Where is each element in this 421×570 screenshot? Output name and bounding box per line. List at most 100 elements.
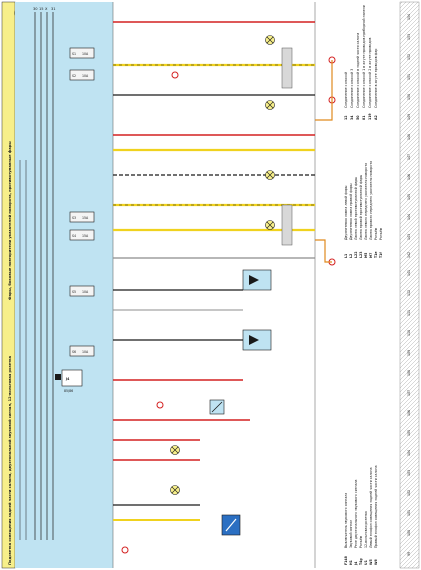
legend-item: W6 <box>374 558 378 565</box>
svg-text:S5: S5 <box>72 290 76 294</box>
column-number: 100 <box>407 530 411 536</box>
column-number: 105 <box>407 430 411 436</box>
fuse-s2: S2 10A <box>69 69 95 81</box>
fuse-s4: S4 15A <box>69 229 95 241</box>
legend-item: J4 <box>354 561 358 566</box>
column-number-strip <box>399 1 420 569</box>
legend-item: L1 <box>344 254 348 258</box>
legend-right: L1 Двухнитевая лампа левой фары L2 Двухн… <box>344 161 383 258</box>
svg-text:S3: S3 <box>72 216 76 220</box>
legend-item: Выключатель звукового сигнала <box>344 493 348 548</box>
legend-ground-item: Соединение с массой <box>344 72 348 108</box>
legend-ground-item: Соединение с массой в задней части салон… <box>356 33 360 108</box>
diagram-title: Подсветка освещения задней части салона,… <box>8 355 12 565</box>
bus-label-15: 15 <box>39 7 44 11</box>
legend-item: T4g <box>359 558 363 565</box>
lamp-w5 <box>170 445 180 455</box>
svg-text:15A: 15A <box>82 234 89 238</box>
column-number: 142 <box>407 252 411 258</box>
legend-item: H1 <box>349 560 353 565</box>
bus-label-30: 30 <box>33 7 38 11</box>
legend-item: Двухнитевая лампа правой фары <box>349 183 353 240</box>
legend-ground: 12 Соединение с массой 34 Соединение с м… <box>344 5 378 120</box>
legend-item: Разъём <box>359 535 363 548</box>
connector-t1f <box>281 204 293 246</box>
legend-item: Реле двухтонального звукового сигнала <box>354 479 358 548</box>
svg-text:10A: 10A <box>82 74 89 78</box>
ground-marker-1 <box>156 401 164 409</box>
horn-h2 <box>242 329 272 351</box>
ground-marker-3 <box>171 71 179 79</box>
column-number: 152 <box>407 54 411 60</box>
svg-text:85/86: 85/86 <box>64 389 73 393</box>
legend-ground-item: Соединение с массой 2 в жгуте проводов <box>368 38 372 108</box>
svg-text:10A: 10A <box>82 290 89 294</box>
legend-item: Звуковой сигнал <box>349 520 353 548</box>
lamp-l1 <box>265 35 275 45</box>
column-number: 102 <box>407 490 411 496</box>
column-number: 109 <box>407 350 411 356</box>
legend-ground-item: 50 <box>356 115 360 120</box>
column-number: 101 <box>407 510 411 516</box>
fuse-s5: S5 10A <box>69 285 95 297</box>
legend-item: Правый плафон освещения задней части сал… <box>374 465 378 548</box>
socket-u1 <box>221 514 241 536</box>
legend-ground-item: 12 <box>344 116 348 120</box>
legend-ground-item: 34 <box>350 115 354 120</box>
legend-item: L22 <box>354 252 358 258</box>
column-number: 151 <box>407 74 411 80</box>
relay-j4: J4 85/86 <box>55 369 83 393</box>
legend-item: Двухнитевая лампа левой фары <box>344 185 348 240</box>
svg-text:10A: 10A <box>82 350 89 354</box>
column-number: 149 <box>407 114 411 120</box>
column-number: 99 <box>407 552 411 556</box>
ground-marker-2 <box>121 546 129 554</box>
legend-ground-item: Соединение с массой 1 в жгуте проводов п… <box>362 5 366 108</box>
power-bus-band <box>15 2 113 568</box>
legend-item: Разъём <box>379 227 383 240</box>
fuse-s3: S3 15A <box>69 211 95 223</box>
legend-ground-item: Соединение с массой 3 <box>350 69 354 108</box>
column-number: 111 <box>407 310 411 316</box>
fuse-s6: S6 10A <box>69 345 95 357</box>
column-number: 154 <box>407 14 411 20</box>
switch-f148 <box>209 399 225 415</box>
legend-item: L23 <box>359 252 363 258</box>
legend-item: W5 <box>369 559 373 565</box>
legend-item: Левый плафон освещения задней части сало… <box>369 467 373 548</box>
legend-item: M5 <box>364 253 368 258</box>
column-number: 147 <box>407 154 411 160</box>
column-number: 103 <box>407 470 411 476</box>
legend-item: Лампа левого переднего указателя поворот… <box>364 163 368 240</box>
legend-ground-item: Соединение в жгуте проводов фар <box>374 49 378 108</box>
legend-item: T1f <box>379 252 383 258</box>
column-number: 146 <box>407 174 411 180</box>
svg-text:10A: 10A <box>82 52 89 56</box>
lamp-w6 <box>170 485 180 495</box>
bus-label-x: X <box>45 7 48 11</box>
wire-orange-right-2 <box>315 239 332 263</box>
connector-t1e <box>281 47 293 89</box>
column-number: 110 <box>407 330 411 336</box>
column-number: 107 <box>407 390 411 396</box>
fuse-s1: S1 10A <box>69 47 95 59</box>
wire-orange-right <box>315 60 333 121</box>
legend-ground-item: 81 <box>362 116 366 120</box>
column-number: 143 <box>407 234 411 240</box>
column-number: 108 <box>407 370 411 376</box>
svg-text:15A: 15A <box>82 216 89 220</box>
column-number: 145 <box>407 194 411 200</box>
legend-item: T1e <box>374 251 378 258</box>
svg-text:S1: S1 <box>72 52 76 56</box>
lamp-m5 <box>265 170 275 180</box>
lamp-l2 <box>265 100 275 110</box>
legend-item: L2 <box>349 254 353 258</box>
legend-item: Разъём <box>374 227 378 240</box>
column-number: 104 <box>407 450 411 456</box>
column-number: 144 <box>407 214 411 220</box>
column-number: 112 <box>407 290 411 296</box>
legend-item: Лампа левой противотуманной фары <box>354 176 358 240</box>
legend-item: M7 <box>369 253 373 258</box>
legend-item: F148 <box>344 555 348 565</box>
